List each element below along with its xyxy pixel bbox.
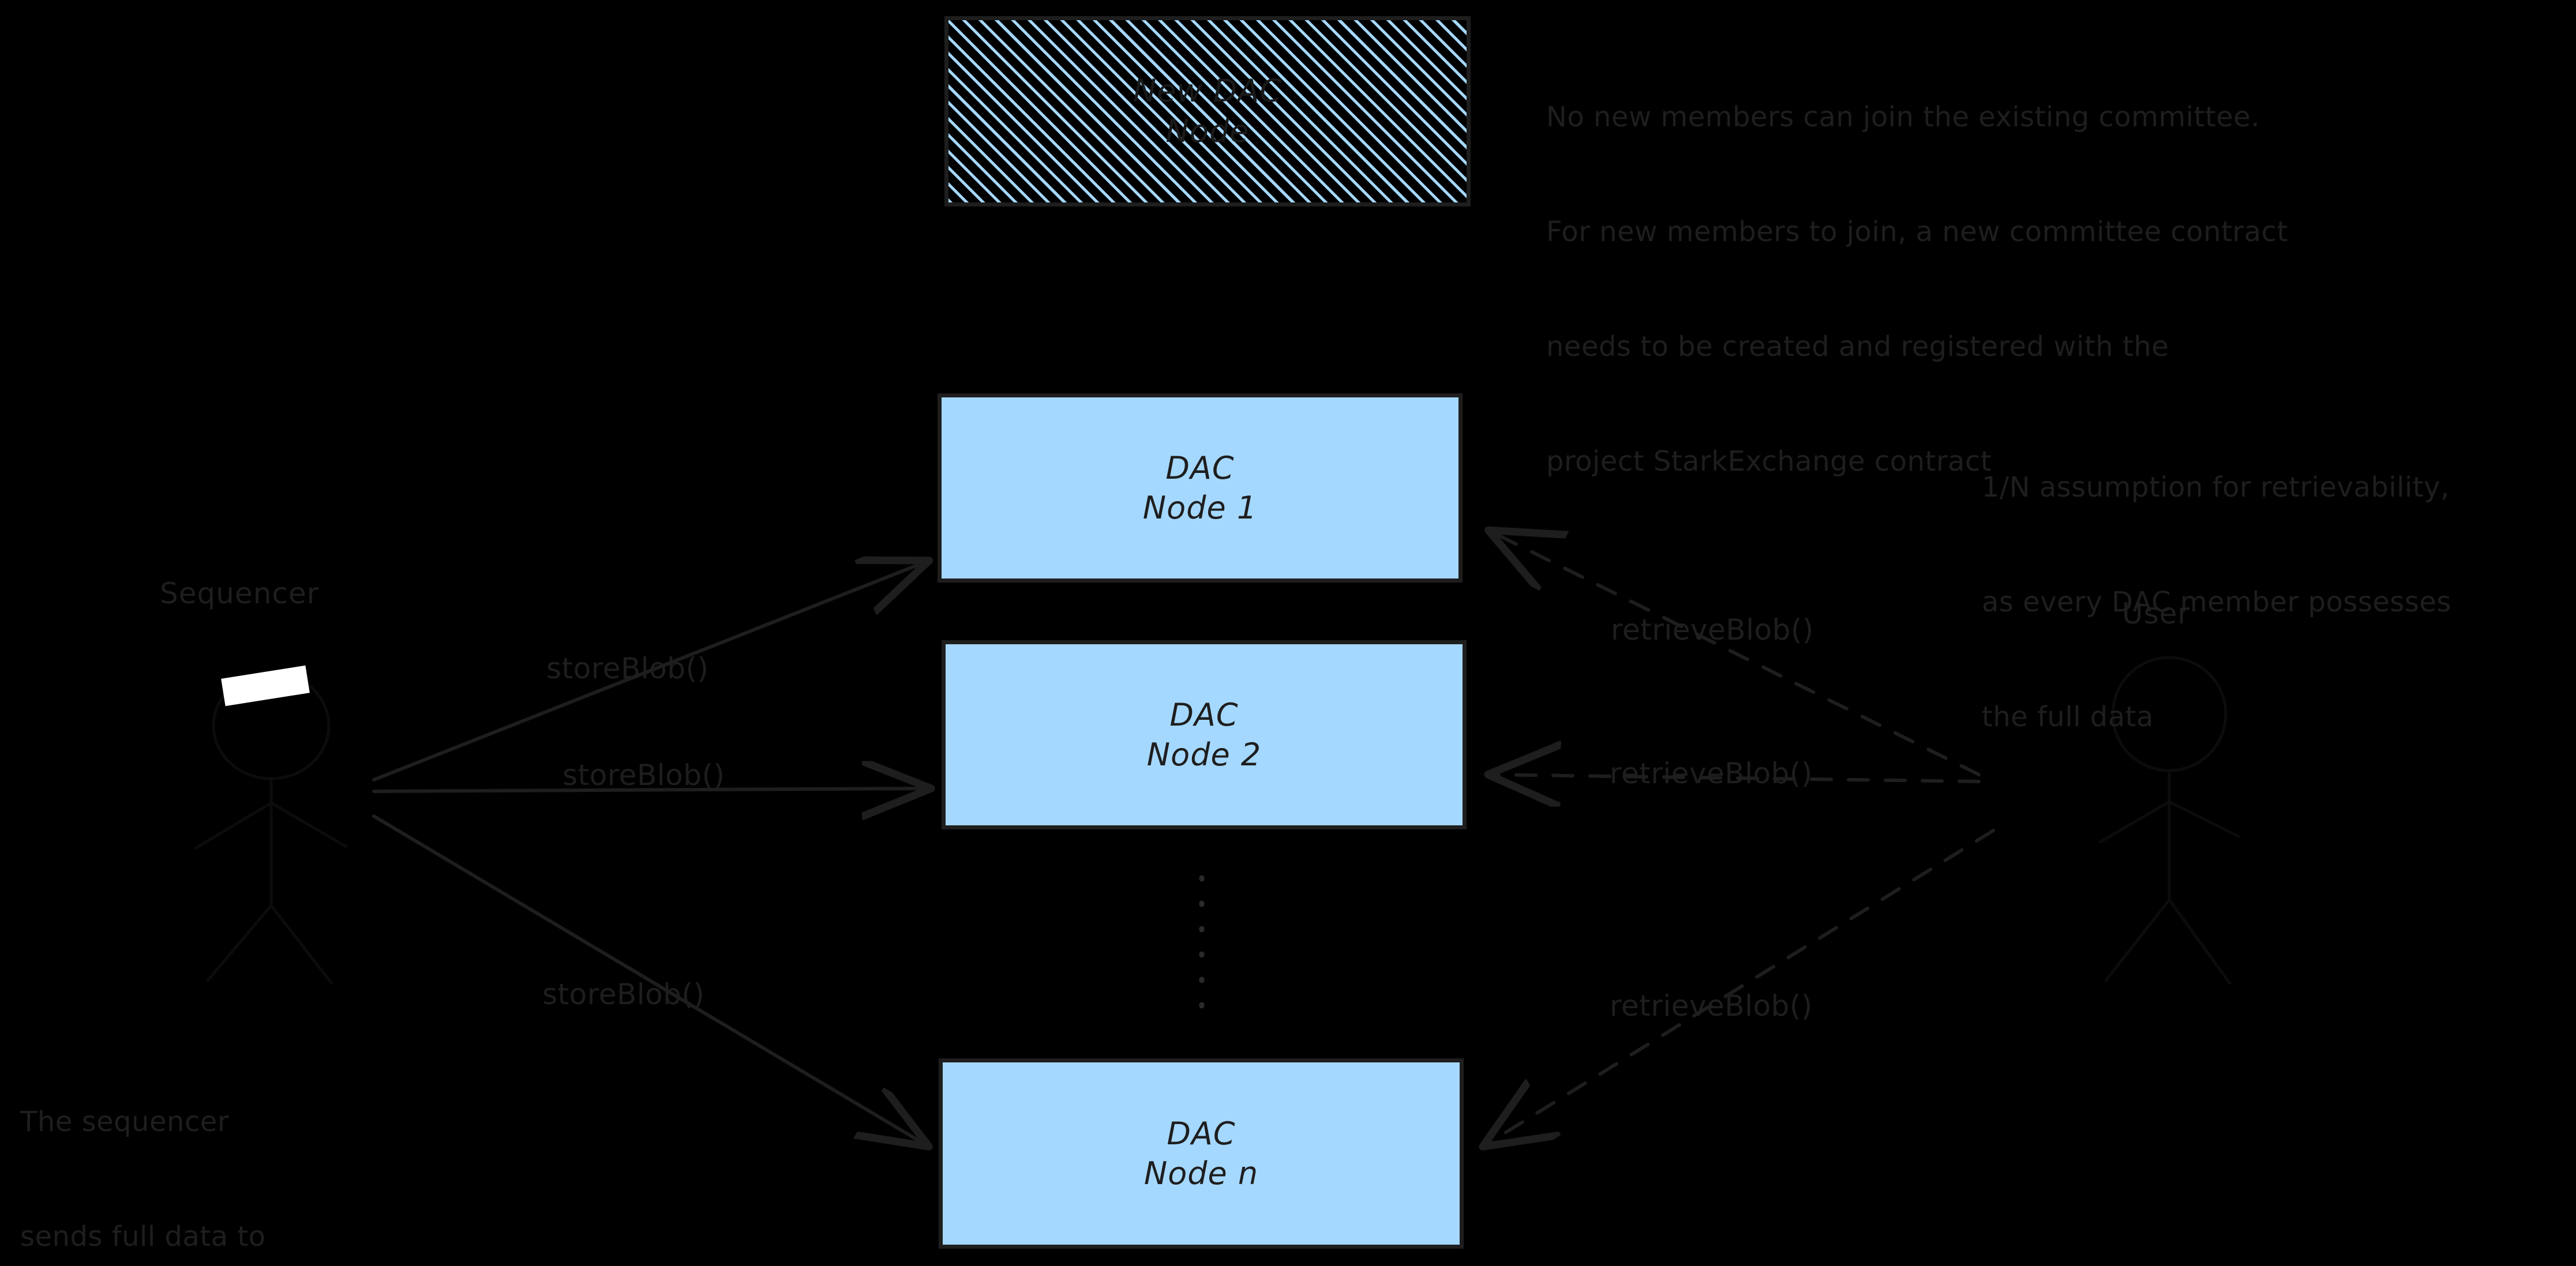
note-retrievability-line-3: the full data: [1982, 700, 2154, 733]
note-sequencer-line-1: The sequencer: [20, 1106, 230, 1139]
note-retrievability-line-1: 1/N assumption for retrievability,: [1982, 471, 2450, 504]
user-label: User: [2122, 597, 2190, 630]
dac-node-2-title: DAC: [1169, 696, 1239, 733]
sequencer-label: Sequencer: [160, 577, 320, 610]
dac-node-2-box[interactable]: DAC Node 2: [942, 640, 1467, 829]
note-committee-line-3: needs to be created and registered with …: [1546, 330, 2169, 363]
note-retrievability: 1/N assumption for retrievability, as ev…: [1982, 392, 2451, 813]
dac-node-n-box[interactable]: DAC Node n: [939, 1058, 1464, 1249]
edge-label-retrieve-2: retrieveBlob(): [1610, 757, 1813, 790]
dac-node-1-title: DAC: [1165, 449, 1235, 486]
sequencer-screen-card: [221, 665, 310, 707]
note-sequencer-line-2: sends full data to: [20, 1220, 266, 1253]
note-retrievability-line-2: as every DAC member possesses: [1982, 586, 2451, 619]
dac-node-n-subtitle: Node n: [1143, 1155, 1259, 1192]
edge-retrieve-1: [1491, 532, 1981, 776]
new-dac-node-subtitle: Node: [1165, 113, 1250, 149]
edge-label-store-2: storeBlob(): [563, 758, 725, 792]
note-committee-line-1: No new members can join the existing com…: [1546, 101, 2260, 134]
dac-node-2-subtitle: Node 2: [1146, 737, 1262, 773]
note-sequencer: The sequencer sends full data to all mem…: [20, 1027, 345, 1266]
edge-label-retrieve-1: retrieveBlob(): [1611, 613, 1814, 647]
note-committee: No new members can join the existing com…: [1546, 22, 2288, 557]
edge-label-retrieve-n: retrieveBlob(): [1610, 989, 1813, 1023]
new-dac-node-title: New DAC: [1133, 72, 1283, 109]
sequencer-figure: [194, 671, 348, 985]
edge-label-store-n: storeBlob(): [542, 978, 705, 1011]
new-dac-node-box[interactable]: New DAC Node: [944, 16, 1471, 206]
note-committee-line-2: For new members to join, a new committee…: [1546, 216, 2288, 249]
note-committee-line-4: project StarkExchange contract: [1546, 445, 1992, 478]
edge-retrieve-n: [1486, 829, 1995, 1145]
dac-node-1-box[interactable]: DAC Node 1: [938, 393, 1463, 583]
dac-node-n-title: DAC: [1167, 1115, 1236, 1152]
dac-node-1-subtitle: Node 1: [1142, 490, 1258, 526]
edge-label-store-1: storeBlob(): [546, 652, 709, 685]
